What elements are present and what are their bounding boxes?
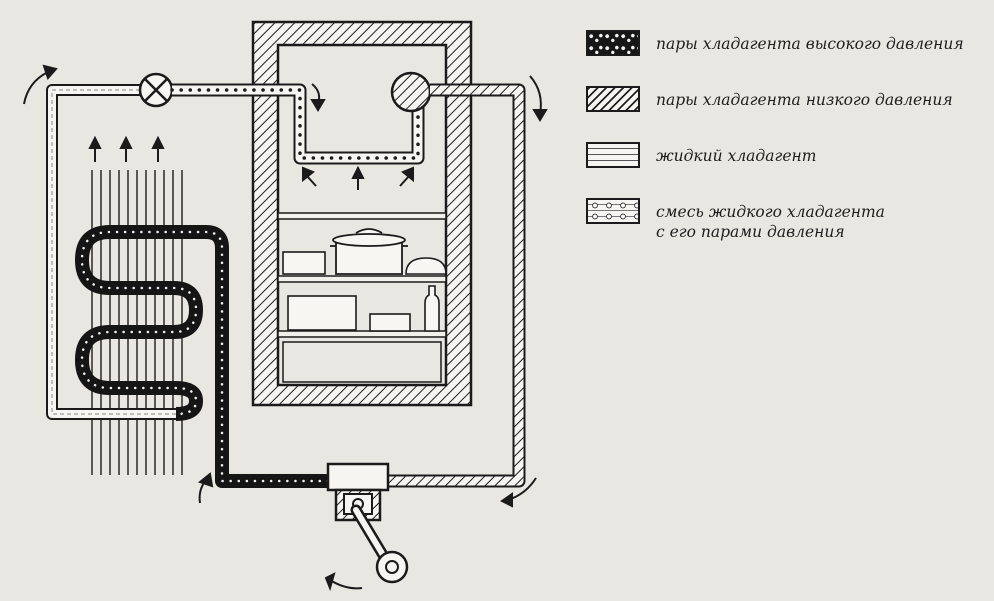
expansion-valve-icon	[138, 72, 174, 108]
refrigerator-cabinet	[251, 20, 473, 407]
bowl-icon	[405, 257, 447, 275]
legend-label: пары хладагента низкого давления	[656, 91, 953, 109]
container-icon	[287, 295, 357, 331]
cold-air-arrows	[302, 165, 414, 190]
shelf	[277, 330, 447, 338]
condenser-airflow-arrows	[88, 135, 165, 162]
legend-label: пары хладагента высокого давления	[656, 35, 964, 53]
legend-label-line: смесь жидкого хладагента	[656, 203, 885, 221]
legend-item-high-pressure: пары хладагента высокого давления	[586, 30, 986, 86]
container-icon	[369, 313, 411, 332]
mixture-line	[172, 83, 425, 165]
mixture-swatch	[586, 198, 640, 224]
legend-item-mixture: смесь жидкого хладагента с его парами да…	[586, 198, 986, 254]
shelf	[277, 212, 447, 220]
legend-item-low-pressure: пары хладагента низкого давления	[586, 86, 986, 142]
flow-direction-arrows	[23, 64, 548, 592]
bottle-icon	[424, 285, 440, 332]
legend-label: смесь жидкого хладагента с его парами да…	[656, 202, 986, 242]
crisper-drawer	[282, 341, 442, 383]
liquid-swatch	[586, 142, 640, 168]
compressor	[326, 462, 409, 584]
box-icon	[282, 251, 326, 275]
low-pressure-swatch	[586, 86, 640, 112]
condenser-fins	[91, 170, 183, 475]
legend: пары хладагента высокого давления пары х…	[586, 30, 986, 254]
legend-label: жидкий хладагент	[656, 147, 817, 165]
pot-icon	[330, 228, 408, 275]
legend-label-line: с его парами давления	[656, 223, 845, 241]
evaporator-bulb	[390, 71, 432, 113]
high-pressure-swatch	[586, 30, 640, 56]
legend-item-liquid: жидкий хладагент	[586, 142, 986, 198]
shelf	[277, 275, 447, 283]
